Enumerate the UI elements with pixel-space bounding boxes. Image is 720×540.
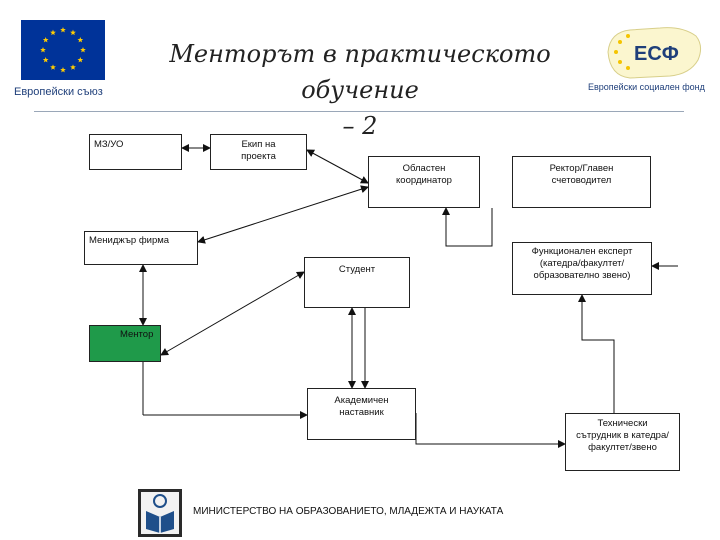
eu-star xyxy=(42,37,49,43)
eu-star xyxy=(60,67,66,73)
eu-star xyxy=(70,64,76,70)
box-menidzhar-label: Мениджър фирма xyxy=(89,235,170,246)
eu-star xyxy=(40,47,46,53)
box-oblasten: Областен координатор xyxy=(368,156,480,208)
esf-logo: ЕСФ xyxy=(607,27,702,79)
eu-star xyxy=(80,47,86,53)
box-ekip-label: Екип на проекта xyxy=(241,139,276,162)
esf-mark: ЕСФ xyxy=(634,43,679,65)
eu-star xyxy=(70,29,76,36)
box-ekip: Екип на проекта xyxy=(210,134,307,170)
eu-star xyxy=(77,37,84,43)
box-mzuo-label: МЗ/УО xyxy=(94,139,124,150)
eu-star xyxy=(50,29,56,36)
box-akademichen: Академичен наставник xyxy=(307,388,416,440)
box-student: Студент xyxy=(304,257,410,308)
slide-title: Менторът в практическото обучение – 2 xyxy=(110,36,610,144)
eu-caption: Европейски съюз xyxy=(14,86,103,98)
title-line-1: Менторът в практическото обучение xyxy=(169,40,551,104)
header-rule xyxy=(34,111,684,112)
ministry-name: МИНИСТЕРСТВО НА ОБРАЗОВАНИЕТО, МЛАДЕЖТА … xyxy=(193,506,504,517)
arrow-akademichen-tehnicheski xyxy=(415,413,566,448)
eu-star xyxy=(50,64,56,70)
esf-caption: Европейски социален фонд xyxy=(588,82,705,92)
arrow-funkcionalen-tehnicheski xyxy=(578,294,615,413)
box-rektor: Ректор/Главен счетоводител xyxy=(512,156,651,208)
box-oblasten-label: Областен координатор xyxy=(396,163,452,186)
box-mentor-label: Ментор xyxy=(120,329,154,340)
box-tehnicheski: Технически сътрудник в катедра/ факултет… xyxy=(565,413,680,471)
eu-star xyxy=(60,27,66,33)
box-funkcionalen-label: Функционален експерт (катедра/факултет/о… xyxy=(531,246,633,281)
box-menidzhar: Мениджър фирма xyxy=(84,231,198,265)
ministry-logo xyxy=(138,489,182,537)
box-funkcionalen: Функционален експерт (катедра/факултет/о… xyxy=(512,242,652,295)
box-tehnicheski-label: Технически сътрудник в катедра/ факултет… xyxy=(576,418,669,453)
arrow-oblasten-menidzhar xyxy=(197,185,369,244)
eu-star xyxy=(42,57,49,63)
title-line-2: – 2 xyxy=(342,112,378,140)
box-akademichen-label: Академичен наставник xyxy=(334,395,389,418)
arrow-rektor-oblasten xyxy=(442,207,493,247)
eu-star xyxy=(77,57,84,63)
box-student-label: Студент xyxy=(338,264,376,275)
eu-flag-logo xyxy=(21,20,105,80)
box-mentor: Ментор xyxy=(89,325,161,362)
box-rektor-label: Ректор/Главен счетоводител xyxy=(549,163,614,186)
arrow-ekip-oblasten xyxy=(306,149,369,184)
box-mzuo: МЗ/УО xyxy=(89,134,182,170)
arrow-student-mentor xyxy=(160,271,305,356)
